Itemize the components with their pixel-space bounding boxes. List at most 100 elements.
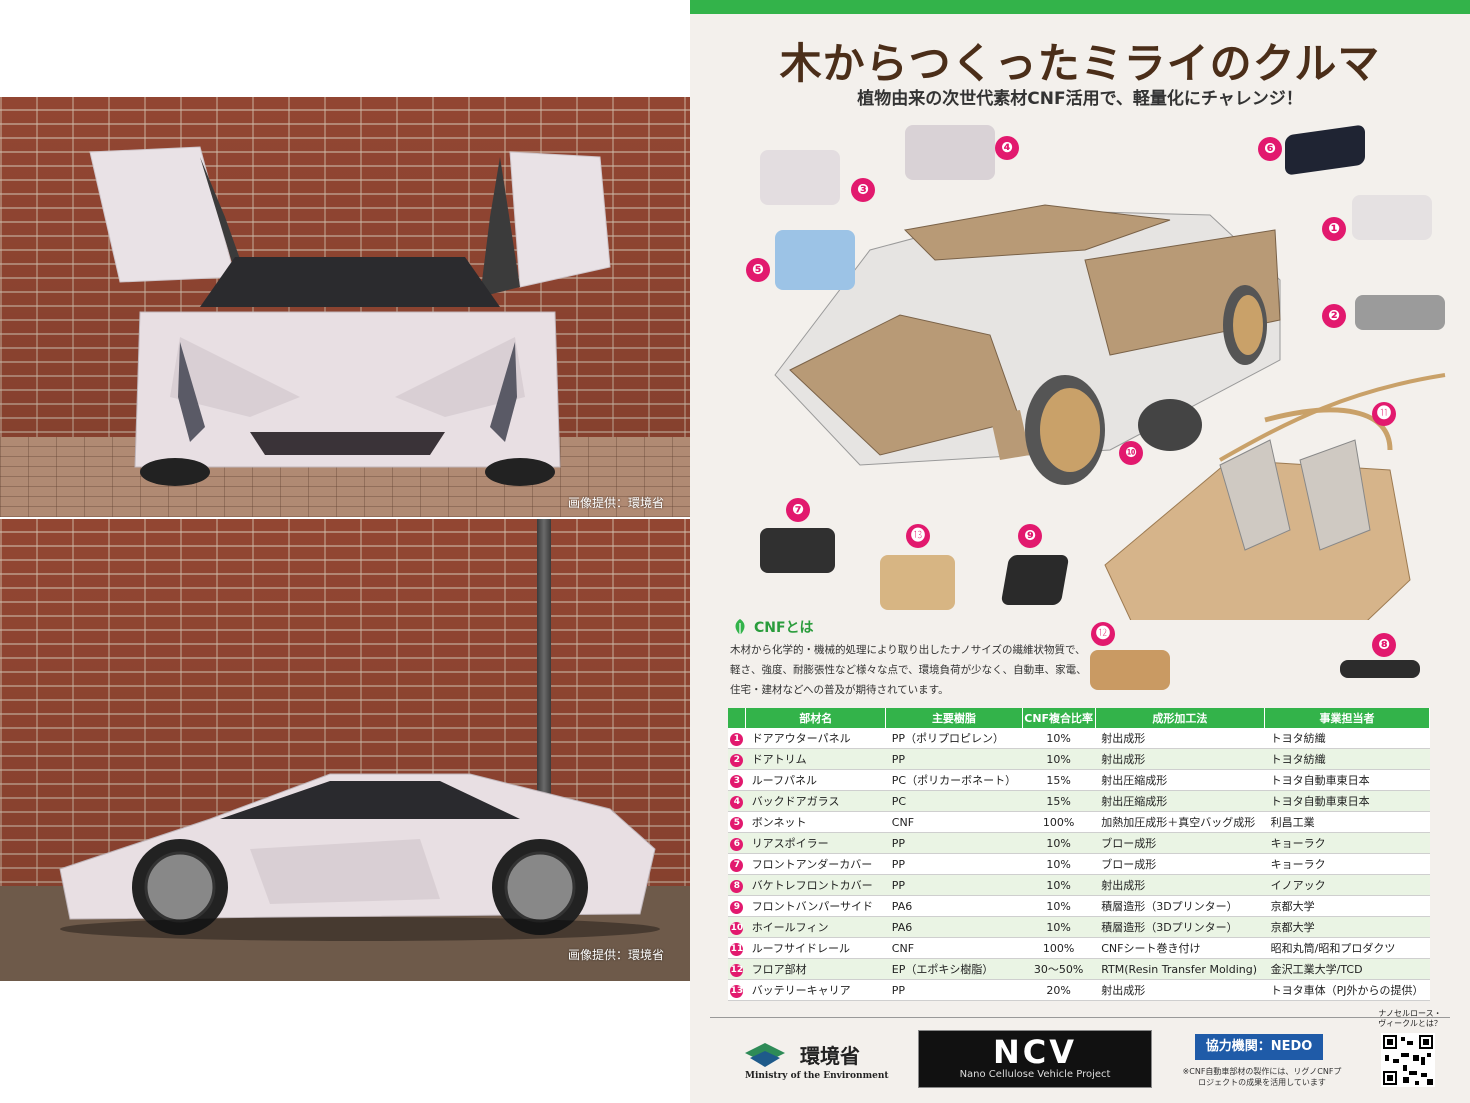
cell-part-name: ドアアウターパネル (745, 728, 886, 749)
cell-owner: トヨタ紡織 (1264, 728, 1430, 749)
cell-part-name: ボンネット (745, 811, 886, 833)
cell-method: ブロー成形 (1095, 832, 1265, 854)
badge-6: ❻ (1258, 137, 1282, 161)
row-number-badge: 2 (730, 753, 744, 767)
door-outer-panel-part (1352, 195, 1432, 240)
cell-method: 積層造形（3Dプリンター） (1095, 916, 1265, 938)
car-side-photo: 画像提供：環境省 (0, 519, 692, 981)
seat-front-cover-part (1340, 660, 1420, 678)
badge-3: ❸ (851, 178, 875, 202)
floor-part-sample (1090, 650, 1170, 690)
cell-part-name: フロントアンダーカバー (745, 853, 886, 875)
badge-4: ❹ (995, 136, 1019, 160)
cell-cnf-rate: 10% (1022, 832, 1096, 854)
footer-divider (710, 1017, 1450, 1018)
cell-part-name: リアスポイラー (745, 832, 886, 854)
cell-method: 加熱加圧成形＋真空バッグ成形 (1095, 811, 1265, 833)
accent-bar (690, 0, 1470, 14)
cell-number: 11 (728, 937, 746, 959)
table-header-no (728, 708, 747, 728)
cell-number: 8 (728, 874, 746, 896)
cell-resin: PA6 (885, 895, 1023, 917)
badge-5: ❺ (746, 258, 770, 282)
cell-resin: EP（エポキシ樹脂） (885, 958, 1023, 980)
qr-code-icon[interactable] (1381, 1033, 1435, 1087)
moe-english-name: Ministry of the Environment (745, 1071, 889, 1081)
back-door-glass-part (760, 150, 840, 205)
cell-cnf-rate: 100% (1022, 811, 1096, 833)
table-header-method: 成形加工法 (1095, 708, 1266, 728)
badge-9: ❾ (1018, 524, 1042, 548)
row-number-badge: 3 (730, 774, 744, 788)
cell-number: 6 (728, 832, 746, 854)
ncv-logo-text: NCV (992, 1033, 1078, 1071)
row-number-badge: 7 (730, 858, 744, 872)
cell-method: 射出圧縮成形 (1095, 790, 1265, 812)
cell-resin: CNF (885, 937, 1023, 959)
cell-cnf-rate: 10% (1022, 748, 1096, 770)
cell-owner: トヨタ紡織 (1264, 748, 1430, 770)
cell-owner: 京都大学 (1264, 916, 1430, 938)
nedo-badge: 協力機関：NEDO (1195, 1034, 1323, 1060)
cell-owner: 京都大学 (1264, 895, 1430, 917)
row-number-badge: 6 (730, 837, 744, 851)
cell-method: 積層造形（3Dプリンター） (1095, 895, 1265, 917)
cell-owner: 利昌工業 (1264, 811, 1430, 833)
battery-carrier-part (880, 555, 955, 610)
cell-number: 4 (728, 790, 746, 812)
cell-number: 1 (728, 728, 746, 749)
cell-part-name: バッテリーキャリア (745, 979, 886, 1001)
badge-8: ❽ (1372, 633, 1396, 657)
table-header-name: 部材名 (745, 708, 887, 728)
cell-resin: PC (885, 790, 1023, 812)
cell-part-name: バケトレフロントカバー (745, 874, 886, 896)
drain-pipe (537, 519, 551, 799)
cell-cnf-rate: 10% (1022, 874, 1096, 896)
ncv-logo: NCV Nano Cellulose Vehicle Project (918, 1030, 1152, 1088)
cell-cnf-rate: 10% (1022, 916, 1096, 938)
cell-cnf-rate: 30〜50% (1022, 958, 1096, 980)
cell-method: ブロー成形 (1095, 853, 1265, 875)
cell-part-name: バックドアガラス (745, 790, 886, 812)
cell-number: 9 (728, 895, 746, 917)
bumper-side-part (1000, 555, 1070, 605)
cell-owner: イノアック (1264, 874, 1430, 896)
cell-resin: PC（ポリカーボネート） (885, 769, 1023, 791)
cell-part-name: フロア部材 (745, 958, 886, 980)
table-header-owner: 事業担当者 (1264, 708, 1430, 728)
cell-owner: トヨタ車体（PJ外からの提供） (1264, 979, 1430, 1001)
cell-resin: PP (885, 832, 1023, 854)
cell-resin: CNF (885, 811, 1023, 833)
row-number-badge: 9 (730, 900, 744, 914)
badge-13: ⓭ (906, 524, 930, 548)
badge-12: ⓬ (1091, 622, 1115, 646)
cell-number: 12 (728, 958, 746, 980)
row-number-badge: 1 (730, 732, 744, 746)
moe-logo (745, 1043, 785, 1067)
cell-number: 3 (728, 769, 746, 791)
car-side-illustration (59, 773, 660, 941)
photo-credit: 画像提供：環境省 (567, 948, 664, 962)
cell-part-name: フロントバンパーサイド (745, 895, 886, 917)
row-number-badge: 10 (730, 921, 744, 935)
cell-number: 13 (728, 979, 746, 1001)
cell-resin: PP (885, 979, 1023, 1001)
cell-method: 射出成形 (1095, 979, 1265, 1001)
cell-cnf-rate: 15% (1022, 769, 1096, 791)
badge-11: ⓫ (1372, 402, 1396, 426)
row-number-badge: 12 (730, 963, 744, 977)
cell-owner: 昭和丸筒/昭和プロダクツ (1264, 937, 1430, 959)
cell-owner: 金沢工業大学/TCD (1264, 958, 1430, 980)
cell-part-name: ルーフサイドレール (745, 937, 886, 959)
